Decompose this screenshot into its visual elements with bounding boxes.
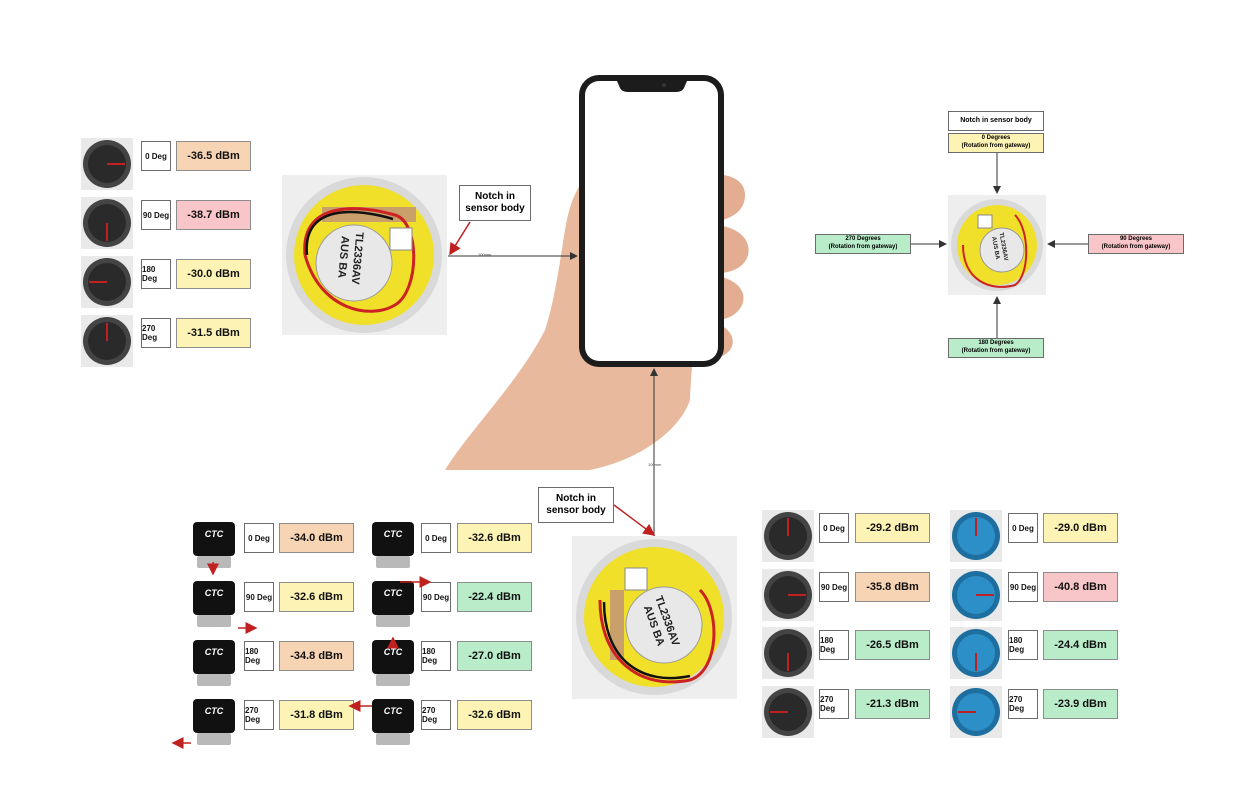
sensor-photo-cylinder: CTC [370, 520, 416, 572]
signal-strength-value: -30.0 dBm [176, 259, 251, 289]
svg-text:CTC: CTC [384, 647, 403, 657]
orientation-label: 180 Deg [1008, 630, 1038, 660]
signal-strength-value: -23.9 dBm [1043, 689, 1118, 719]
sensor-photo-dark [81, 256, 133, 308]
orientation-label: 0 Deg [244, 523, 274, 553]
orientation-label: 270 Deg [421, 700, 451, 730]
orientation-label: 0 Deg [819, 513, 849, 543]
sensor-photo-cylinder: CTC [370, 579, 416, 631]
sensor-photo-dark [762, 686, 814, 738]
notch-callout-top: Notch in sensor body [459, 185, 531, 221]
phone-illustration [579, 75, 724, 367]
signal-strength-value: -38.7 dBm [176, 200, 251, 230]
signal-strength-value: -26.5 dBm [855, 630, 930, 660]
sensor-photo-blue [950, 569, 1002, 621]
notch-callout-bottom: Notch in sensor body [538, 487, 614, 523]
sensor-photo-dark [81, 315, 133, 367]
orientation-label: 270 Deg [819, 689, 849, 719]
legend-90-degrees: 90 Degrees (Rotation from gateway) [1088, 234, 1184, 254]
sensor-text-line2: AUS BA [335, 236, 351, 279]
signal-strength-value: -35.8 dBm [855, 572, 930, 602]
signal-strength-value: -29.2 dBm [855, 513, 930, 543]
orientation-label: 0 Deg [421, 523, 451, 553]
signal-strength-value: -24.4 dBm [1043, 630, 1118, 660]
sensor-photo-cylinder: CTC [191, 638, 237, 690]
signal-strength-value: -29.0 dBm [1043, 513, 1118, 543]
signal-strength-value: -31.5 dBm [176, 318, 251, 348]
legend-0-degrees: 0 Degrees (Rotation from gateway) [948, 133, 1044, 153]
orientation-label: 90 Deg [244, 582, 274, 612]
sensor-photo-dark [81, 138, 133, 190]
orientation-label: 90 Deg [421, 582, 451, 612]
sensor-text-line1: TL2336AV [998, 232, 1009, 261]
signal-strength-value: -31.8 dBm [279, 700, 354, 730]
sensor-photo-cylinder: CTC [370, 697, 416, 749]
sensor-photo-cylinder: CTC [191, 579, 237, 631]
sensor-text-line2: AUS BA [990, 236, 1000, 260]
signal-strength-value: -40.8 dBm [1043, 572, 1118, 602]
signal-strength-value: -32.6 dBm [457, 523, 532, 553]
sensor-photo-blue [950, 686, 1002, 738]
signal-strength-value: -21.3 dBm [855, 689, 930, 719]
sensor-top-left: TL2336AV AUS BA [282, 175, 447, 335]
orientation-label: 270 Deg [1008, 689, 1038, 719]
orientation-label: 90 Deg [819, 572, 849, 602]
orientation-label: 180 Deg [141, 259, 171, 289]
notch-arrow-top [449, 221, 471, 256]
svg-text:CTC: CTC [205, 588, 224, 598]
svg-text:CTC: CTC [205, 529, 224, 539]
svg-text:CTC: CTC [384, 706, 403, 716]
svg-text:CTC: CTC [205, 706, 224, 716]
sensor-photo-dark [762, 510, 814, 562]
sensor-photo-dark [762, 569, 814, 621]
legend-notch-label: Notch in sensor body [948, 111, 1044, 131]
signal-strength-value: -34.8 dBm [279, 641, 354, 671]
notch-arrow-bottom [613, 504, 656, 536]
orientation-label: 180 Deg [244, 641, 274, 671]
orientation-label: 0 Deg [141, 141, 171, 171]
orientation-label: 180 Deg [819, 630, 849, 660]
svg-text:CTC: CTC [384, 529, 403, 539]
signal-strength-value: -36.5 dBm [176, 141, 251, 171]
sensor-photo-cylinder: CTC [191, 520, 237, 572]
sensor-photo-blue [950, 510, 1002, 562]
sensor-photo-dark [81, 197, 133, 249]
sensor-orientation-legend: TL2336AV AUS BA [948, 195, 1046, 295]
sensor-text-line1: TL2336AV [349, 232, 366, 286]
svg-text:CTC: CTC [205, 647, 224, 657]
orientation-label: 270 Deg [141, 318, 171, 348]
orientation-label: 180 Deg [421, 641, 451, 671]
signal-strength-value: -27.0 dBm [457, 641, 532, 671]
signal-strength-value: -22.4 dBm [457, 582, 532, 612]
signal-strength-value: -32.6 dBm [279, 582, 354, 612]
sensor-photo-blue [950, 627, 1002, 679]
orientation-label: 90 Deg [141, 200, 171, 230]
sensor-photo-cylinder: CTC [191, 697, 237, 749]
distance-label-horizontal: 100mm [478, 252, 492, 257]
orientation-label: 270 Deg [244, 700, 274, 730]
orientation-label: 0 Deg [1008, 513, 1038, 543]
svg-text:CTC: CTC [384, 588, 403, 598]
signal-strength-value: -32.6 dBm [457, 700, 532, 730]
legend-180-degrees: 180 Degrees (Rotation from gateway) [948, 338, 1044, 358]
signal-strength-value: -34.0 dBm [279, 523, 354, 553]
legend-270-degrees: 270 Degrees (Rotation from gateway) [815, 234, 911, 254]
distance-label-vertical: 100mm [648, 462, 662, 467]
sensor-bottom: TL2336AV AUS BA [572, 536, 737, 699]
orientation-label: 90 Deg [1008, 572, 1038, 602]
sensor-photo-dark [762, 627, 814, 679]
